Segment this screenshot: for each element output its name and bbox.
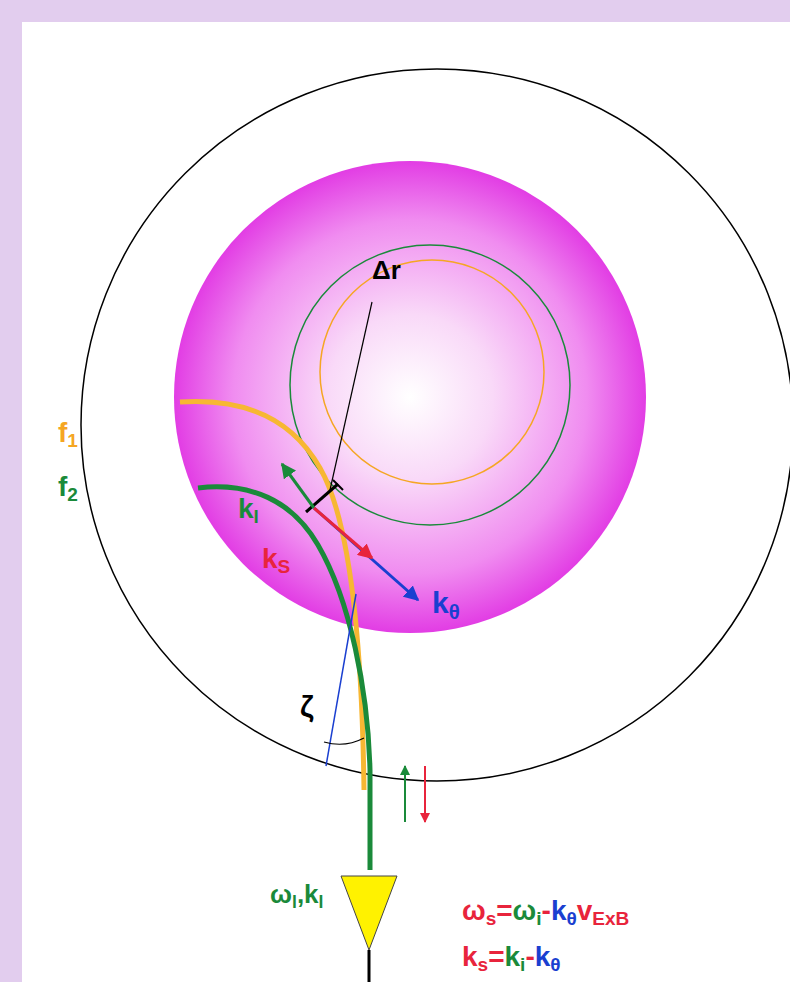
waveguide <box>368 950 371 982</box>
symbol: ω <box>513 895 537 926</box>
plasma <box>174 161 646 633</box>
symbol: ω <box>270 879 292 909</box>
diagram-label: ζ <box>300 690 314 723</box>
subscript: ExB <box>592 908 629 929</box>
symbol: f <box>58 417 67 448</box>
arrow-ks <box>314 508 372 558</box>
symbol: - <box>525 941 534 972</box>
symbol: f <box>58 471 67 502</box>
subscript: l <box>254 506 259 527</box>
symbol: ζ <box>300 690 314 723</box>
diagram-label: kθ <box>432 586 460 623</box>
vessel-wall <box>81 69 790 781</box>
symbol: - <box>542 895 551 926</box>
cutoff-surface-f1 <box>320 260 544 484</box>
diagram-label: ωl,kl <box>270 880 324 912</box>
scattered-arrow <box>424 766 426 822</box>
symbol: k <box>535 941 551 972</box>
antenna <box>341 876 397 950</box>
subscript: i <box>536 908 541 929</box>
symbol: k <box>262 543 278 574</box>
symbol: k <box>462 941 478 972</box>
diagram-label: f2 <box>58 472 78 506</box>
symbol: v <box>577 895 593 926</box>
subscript: S <box>278 556 291 577</box>
symbol: = <box>488 941 504 972</box>
arrow-kl <box>282 464 314 508</box>
delta-r-tick <box>333 480 343 490</box>
subscript: l <box>319 892 324 912</box>
symbol: Δr <box>372 255 401 285</box>
symbol: ,k <box>297 879 319 909</box>
diagram-label: f1 <box>58 418 78 452</box>
diagram-label: ωs=ωi-kθvExB <box>462 896 629 930</box>
symbol: k <box>432 586 449 619</box>
subscript: θ <box>449 601 460 623</box>
incident-arrow <box>404 766 406 822</box>
diagram-label: ks=ki-kθ <box>462 942 561 976</box>
subscript: i <box>520 954 525 975</box>
symbol: k <box>551 895 567 926</box>
symbol: = <box>496 895 512 926</box>
angle-arc <box>324 738 364 744</box>
symbol: ω <box>462 895 486 926</box>
diagram-label: kS <box>262 544 290 578</box>
arrow-ktheta <box>314 508 418 600</box>
subscript: 1 <box>67 430 78 451</box>
symbol: k <box>238 493 254 524</box>
symbol: k <box>505 941 521 972</box>
diagram-label: kl <box>238 494 259 528</box>
subscript: s <box>478 954 489 975</box>
ray-f2 <box>198 487 370 870</box>
diagram-label: Δr <box>372 256 401 285</box>
subscript: l <box>292 892 297 912</box>
normal-line <box>326 594 356 766</box>
subscript: θ <box>550 954 560 975</box>
subscript: s <box>486 908 497 929</box>
subscript: 2 <box>67 484 78 505</box>
delta-r-bar <box>306 484 338 512</box>
leader-line <box>330 302 372 490</box>
subscript: θ <box>566 908 576 929</box>
cutoff-surface-f2 <box>290 245 570 525</box>
